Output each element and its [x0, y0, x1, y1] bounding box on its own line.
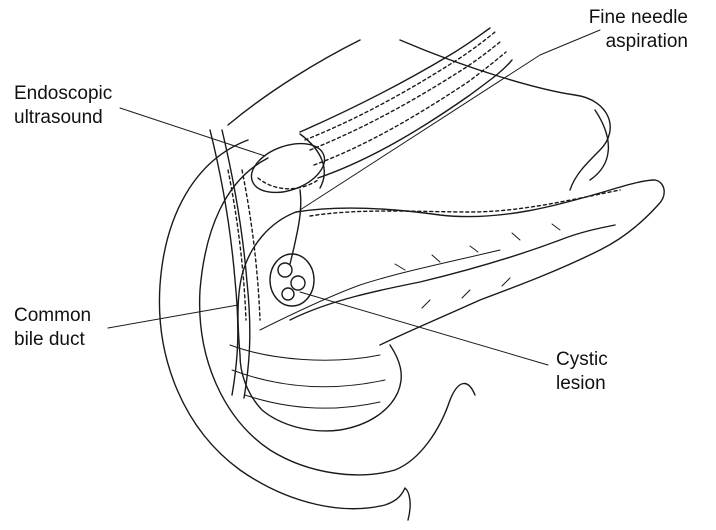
- label-eus-line-2: ultrasound: [14, 106, 112, 130]
- stomach-outer-line: [590, 110, 608, 180]
- label-fna-line-1: Fine needle: [589, 6, 688, 30]
- label-eus-line-1: Endoscopic: [14, 82, 112, 106]
- label-cbd-line-1: Common: [14, 304, 91, 328]
- pancreas-upper-dashed: [310, 190, 620, 216]
- fine-needle-guide: [300, 30, 600, 210]
- fine-needle-line: [296, 190, 301, 238]
- duodenum-inner-wall: [200, 158, 475, 475]
- lobule-line-1: [395, 224, 560, 270]
- leader-common-bile-duct: [108, 305, 238, 328]
- endoscope-lower-edge: [318, 60, 512, 178]
- label-common-bile-duct: Common bile duct: [14, 304, 91, 352]
- label-cyst-line-2: lesion: [556, 372, 608, 396]
- label-cyst-line-1: Cystic: [556, 348, 608, 372]
- endoscope-inner-dash-2: [310, 42, 500, 150]
- label-cbd-line-2: bile duct: [14, 328, 91, 352]
- stomach-right-curve: [400, 40, 610, 190]
- stomach-upper-curve: [228, 40, 360, 125]
- label-fine-needle-aspiration: Fine needle aspiration: [589, 6, 688, 54]
- common-bile-duct-right: [222, 130, 250, 398]
- pancreas-lower-border: [240, 345, 401, 431]
- pancreas-duct: [290, 225, 615, 320]
- ultrasound-probe-tip: [245, 134, 331, 201]
- common-bile-duct-left: [210, 130, 238, 395]
- duodenum-outer-wall: [159, 140, 410, 520]
- pancreas-upper-border: [296, 180, 664, 345]
- leader-cystic-lesion: [300, 292, 548, 365]
- cyst-loculus-3: [282, 288, 294, 300]
- needle-in-cyst: [290, 238, 296, 264]
- label-cystic-lesion: Cystic lesion: [556, 348, 608, 396]
- label-endoscopic-ultrasound: Endoscopic ultrasound: [14, 82, 112, 130]
- label-fna-line-2: aspiration: [589, 30, 688, 54]
- cyst-loculus-1: [278, 263, 292, 277]
- probe-inner-curve: [258, 178, 318, 189]
- endoscope-upper-edge: [300, 28, 490, 132]
- leader-endoscopic-ultrasound: [120, 108, 265, 156]
- cyst-loculus-2: [291, 276, 305, 290]
